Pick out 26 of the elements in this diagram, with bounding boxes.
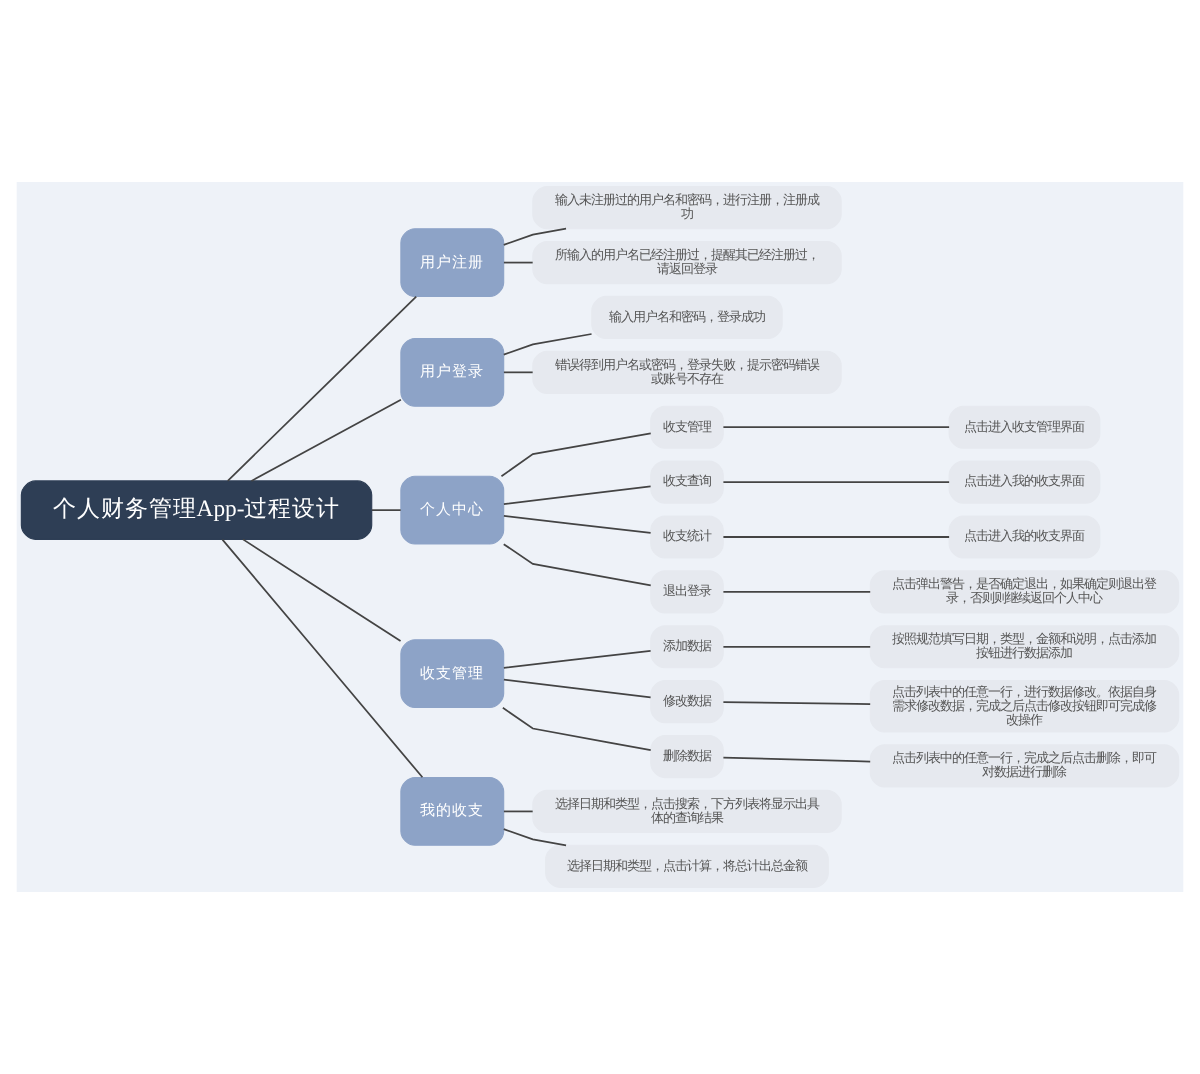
connector: [503, 810, 534, 813]
connector: [502, 333, 593, 356]
connector: [503, 485, 652, 505]
connector: [503, 515, 652, 534]
connector: [501, 706, 652, 751]
connector: [502, 543, 652, 587]
connector: [503, 261, 534, 264]
connector: [722, 536, 950, 538]
node-box: 个人财务管理App-过程设计: [20, 480, 373, 540]
connector: [722, 481, 950, 483]
connector: [500, 432, 652, 478]
connector: [722, 645, 872, 648]
connector: [503, 649, 652, 669]
connector: [503, 678, 652, 699]
connector: [221, 538, 424, 779]
connector: [722, 701, 872, 706]
connector: [226, 295, 418, 482]
connector: [502, 828, 567, 847]
connector: [722, 426, 950, 429]
connector: [250, 398, 402, 482]
connector: [722, 591, 872, 593]
connector: [722, 756, 872, 763]
connector: [502, 227, 567, 246]
connector: [503, 371, 534, 374]
connector: [242, 538, 402, 642]
connector: [371, 509, 402, 511]
